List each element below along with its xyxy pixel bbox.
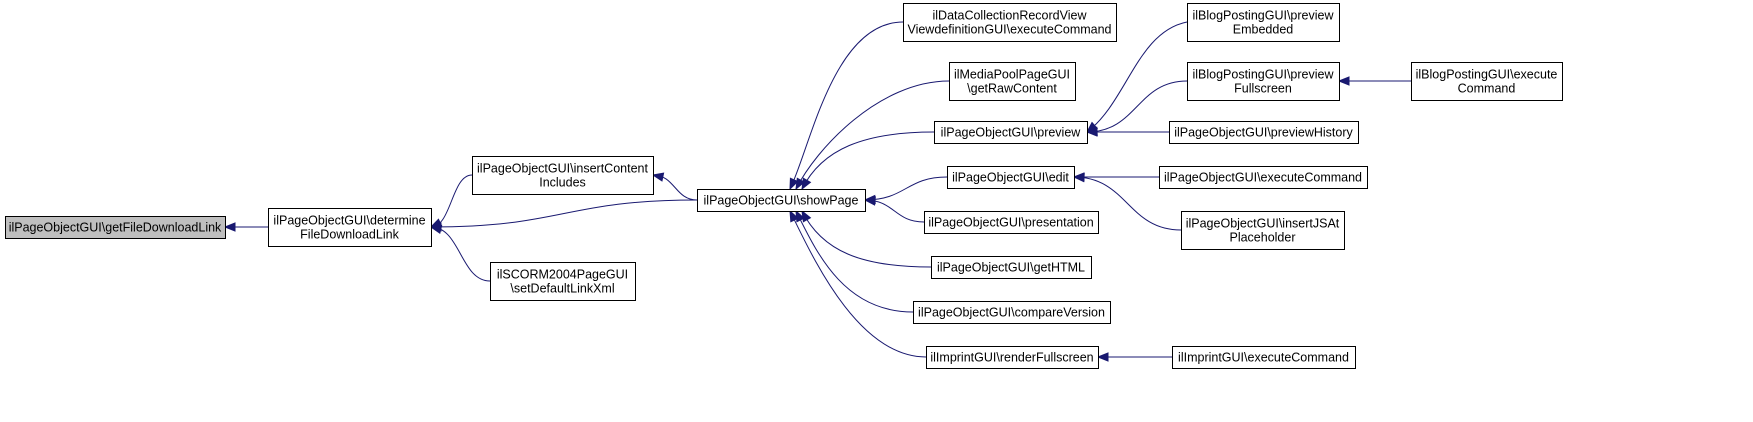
nodes-layer: ilPageObjectGUI\getFileDownloadLink ilPag… bbox=[5, 3, 1563, 369]
edge-get-html-to-show-page bbox=[801, 210, 932, 268]
node-label: Command bbox=[1458, 82, 1516, 96]
node-label: \getRawContent bbox=[967, 82, 1057, 96]
node-box bbox=[1181, 211, 1345, 250]
node-box bbox=[1187, 3, 1340, 42]
node-box bbox=[924, 211, 1099, 234]
node-get-html[interactable]: ilPageObjectGUI\getHTML bbox=[931, 256, 1092, 279]
node-box bbox=[926, 346, 1099, 369]
node-box bbox=[913, 301, 1111, 324]
node-preview-history[interactable]: ilPageObjectGUI\previewHistory bbox=[1169, 121, 1359, 144]
node-box bbox=[949, 62, 1076, 101]
node-label: FileDownloadLink bbox=[300, 228, 399, 242]
node-label: ilBlogPostingGUI\preview bbox=[1192, 9, 1334, 23]
node-label: ilPageObjectGUI\getHTML bbox=[937, 261, 1085, 275]
node-label: \setDefaultLinkXml bbox=[510, 282, 614, 296]
node-determine-file-download-link[interactable]: ilPageObjectGUI\determineFileDownloadLin… bbox=[268, 208, 432, 247]
node-get-raw-content[interactable]: ilMediaPoolPageGUI\getRawContent bbox=[949, 62, 1076, 101]
node-label: ilPageObjectGUI\previewHistory bbox=[1174, 126, 1353, 140]
node-label: ilPageObjectGUI\edit bbox=[952, 171, 1069, 185]
node-label: ilImprintGUI\renderFullscreen bbox=[930, 351, 1093, 365]
arrow-head bbox=[801, 177, 812, 191]
node-label: Includes bbox=[539, 176, 586, 190]
node-box bbox=[5, 216, 226, 239]
node-box bbox=[1411, 62, 1563, 101]
edge-insert-jsat-placeholder-to-edit bbox=[1073, 176, 1182, 231]
node-label: ilPageObjectGUI\presentation bbox=[928, 216, 1093, 230]
node-set-default-link-xml[interactable]: ilSCORM2004PageGUI\setDefaultLinkXml bbox=[490, 262, 636, 301]
arrow-head bbox=[1085, 127, 1098, 137]
node-compare-version[interactable]: ilPageObjectGUI\compareVersion bbox=[913, 301, 1111, 324]
node-box bbox=[1159, 166, 1368, 189]
node-label: ilPageObjectGUI\getFileDownloadLink bbox=[9, 221, 222, 235]
node-blog-execute-command[interactable]: ilBlogPostingGUI\executeCommand bbox=[1411, 62, 1563, 101]
edge-render-fullscreen-to-show-page bbox=[789, 210, 927, 358]
node-presentation[interactable]: ilPageObjectGUI\presentation bbox=[924, 211, 1099, 234]
node-show-page[interactable]: ilPageObjectGUI\showPage bbox=[697, 189, 866, 212]
edge-insert-content-includes-to-determine-file-download-link bbox=[430, 174, 473, 228]
arrow-head bbox=[1072, 172, 1085, 183]
edges-layer bbox=[223, 21, 1411, 362]
node-render-fullscreen[interactable]: ilImprintGUI\renderFullscreen bbox=[926, 346, 1099, 369]
node-label: ViewdefinitionGUI\executeCommand bbox=[907, 23, 1111, 37]
node-preview[interactable]: ilPageObjectGUI\preview bbox=[934, 121, 1088, 144]
node-box bbox=[947, 166, 1075, 189]
edge-get-raw-content-to-show-page bbox=[795, 80, 950, 190]
node-box bbox=[903, 3, 1117, 42]
node-box bbox=[1187, 62, 1340, 101]
node-label: ilSCORM2004PageGUI bbox=[497, 268, 628, 282]
node-label: ilMediaPoolPageGUI bbox=[954, 68, 1070, 82]
node-box bbox=[934, 121, 1088, 144]
node-label: ilPageObjectGUI\compareVersion bbox=[918, 306, 1105, 320]
node-pog-execute-command[interactable]: ilPageObjectGUI\executeCommand bbox=[1159, 166, 1368, 189]
node-label: Fullscreen bbox=[1234, 82, 1292, 96]
node-box bbox=[490, 262, 636, 301]
node-label: ilPageObjectGUI\determine bbox=[273, 214, 425, 228]
edge-compare-version-to-show-page bbox=[795, 210, 914, 313]
node-get-file-download-link[interactable]: ilPageObjectGUI\getFileDownloadLink bbox=[5, 216, 226, 239]
node-imprint-execute-command[interactable]: ilImprintGUI\executeCommand bbox=[1172, 346, 1356, 369]
arrow-head bbox=[863, 196, 876, 206]
node-label: ilBlogPostingGUI\execute bbox=[1416, 68, 1558, 82]
arrow-head bbox=[795, 177, 806, 191]
node-box bbox=[697, 189, 866, 212]
node-edit[interactable]: ilPageObjectGUI\edit bbox=[947, 166, 1075, 189]
edge-preview-embedded-to-preview bbox=[1086, 21, 1188, 133]
edge-dc-execute-command-to-show-page bbox=[789, 21, 904, 190]
node-label: Placeholder bbox=[1229, 231, 1295, 245]
arrow-head bbox=[651, 172, 665, 182]
node-dc-execute-command[interactable]: ilDataCollectionRecordViewViewdefinition… bbox=[903, 3, 1117, 42]
arrow-head bbox=[223, 222, 236, 232]
node-label: ilPageObjectGUI\insertContent bbox=[477, 162, 648, 176]
node-box bbox=[1172, 346, 1356, 369]
arrow-head bbox=[801, 209, 812, 223]
node-label: ilDataCollectionRecordView bbox=[932, 9, 1087, 23]
node-box bbox=[1169, 121, 1359, 144]
node-label: ilBlogPostingGUI\preview bbox=[1192, 68, 1334, 82]
arrow-head bbox=[789, 177, 799, 191]
node-box bbox=[472, 156, 654, 195]
node-label: ilPageObjectGUI\preview bbox=[941, 126, 1082, 140]
edge-preview-to-show-page bbox=[801, 131, 935, 190]
node-box bbox=[268, 208, 432, 247]
edge-preview-fullscreen-to-preview bbox=[1086, 80, 1188, 133]
node-label: ilPageObjectGUI\showPage bbox=[704, 194, 859, 208]
edge-edit-to-show-page bbox=[864, 176, 948, 201]
arrow-head bbox=[429, 224, 443, 234]
arrow-head bbox=[1096, 352, 1109, 362]
node-label: ilPageObjectGUI\insertJSAt bbox=[1186, 217, 1340, 231]
node-label: ilPageObjectGUI\executeCommand bbox=[1164, 171, 1362, 185]
arrow-head bbox=[789, 209, 799, 223]
arrow-head bbox=[1337, 76, 1350, 86]
edge-show-page-to-determine-file-download-link bbox=[430, 199, 698, 228]
edge-set-default-link-xml-to-determine-file-download-link bbox=[430, 226, 491, 282]
node-label: Embedded bbox=[1233, 23, 1294, 37]
node-box bbox=[931, 256, 1092, 279]
node-label: ilImprintGUI\executeCommand bbox=[1178, 351, 1349, 365]
